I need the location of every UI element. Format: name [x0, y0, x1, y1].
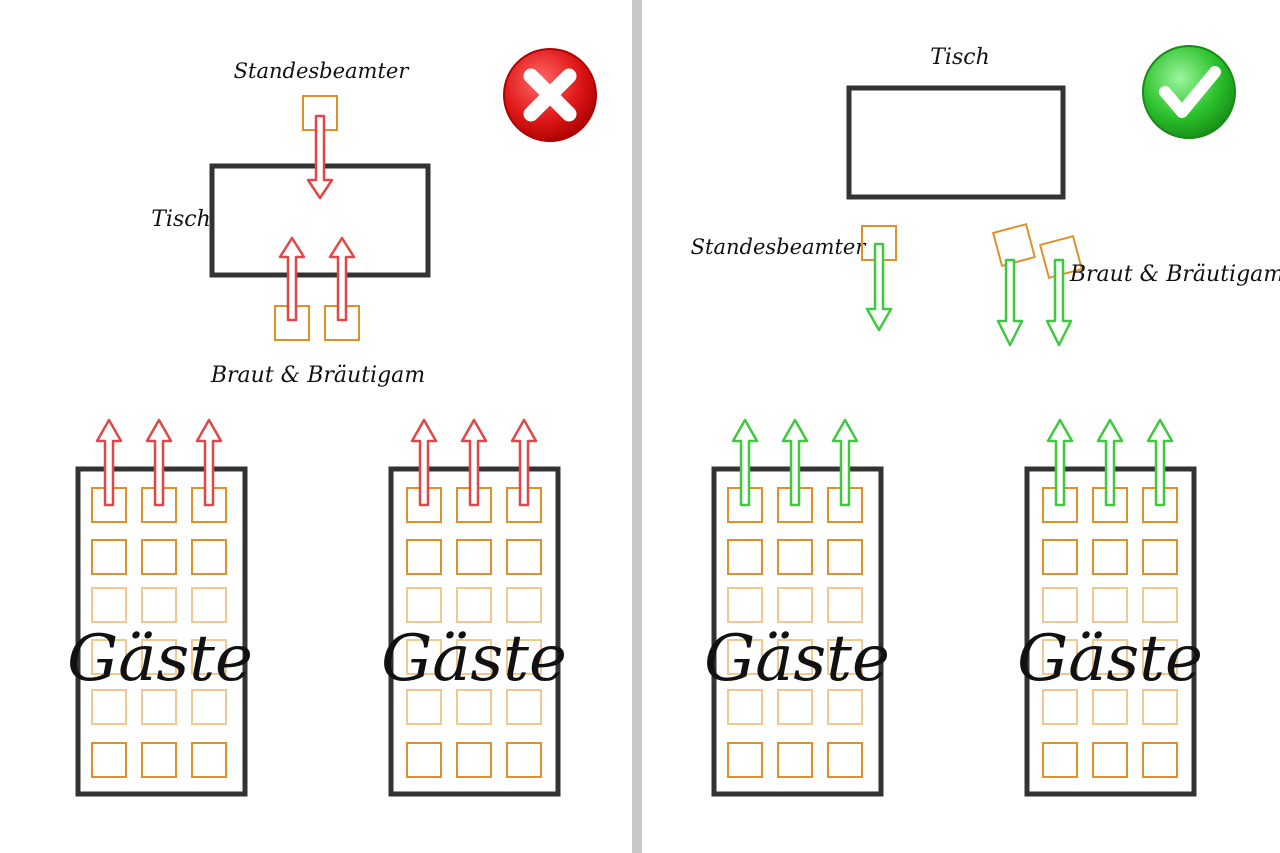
arrow-up	[1096, 418, 1124, 507]
arrow-up	[278, 236, 306, 322]
table-label: Tisch	[930, 45, 990, 70]
arrow-up	[781, 418, 809, 507]
groom-seat	[1038, 234, 1084, 280]
checkmark-icon	[1142, 45, 1236, 139]
arrow-up	[328, 236, 356, 322]
table-label: Tisch	[151, 207, 211, 232]
ceremony-table	[846, 85, 1066, 200]
arrow-up	[831, 418, 859, 507]
guest-block-label: Gäste	[704, 622, 890, 696]
guest-block-label: Gäste	[67, 622, 253, 696]
direction-arrows	[95, 114, 538, 507]
wrong-layout-panel: Standesbeamter Tisch Braut & Bräutigam	[67, 48, 597, 797]
guest-seat-grid	[91, 487, 227, 778]
guest-block-label: Gäste	[1017, 622, 1203, 696]
direction-arrows	[731, 242, 1174, 507]
guest-seat-grid	[406, 487, 542, 778]
couple-label: Braut & Bräutigam	[1069, 262, 1280, 287]
guest-block: Gäste	[381, 466, 567, 797]
arrow-up	[510, 418, 538, 507]
x-icon	[503, 48, 597, 142]
arrow-down	[865, 242, 893, 332]
guest-block-label: Gäste	[381, 622, 567, 696]
guest-block: Gäste	[1017, 466, 1203, 797]
arrow-up	[410, 418, 438, 507]
correct-layout-panel: Tisch Standesbeamter Braut & Bräutigam	[691, 45, 1280, 797]
bride-seat	[991, 222, 1037, 268]
arrow-up	[145, 418, 173, 507]
arrow-down	[306, 114, 334, 200]
couple-label: Braut & Bräutigam	[210, 363, 425, 388]
arrow-up	[195, 418, 223, 507]
arrow-up	[1146, 418, 1174, 507]
arrow-down	[996, 258, 1024, 347]
guest-block: Gäste	[704, 466, 890, 797]
officiant-label: Standesbeamter	[234, 59, 411, 83]
arrow-up	[1046, 418, 1074, 507]
guest-seat-grid	[727, 487, 863, 778]
arrow-down	[1045, 258, 1073, 347]
arrow-up	[731, 418, 759, 507]
panel-divider	[632, 0, 642, 853]
officiant-label: Standesbeamter	[691, 235, 868, 259]
arrow-up	[95, 418, 123, 507]
guest-block: Gäste	[67, 466, 253, 797]
arrow-up	[460, 418, 488, 507]
